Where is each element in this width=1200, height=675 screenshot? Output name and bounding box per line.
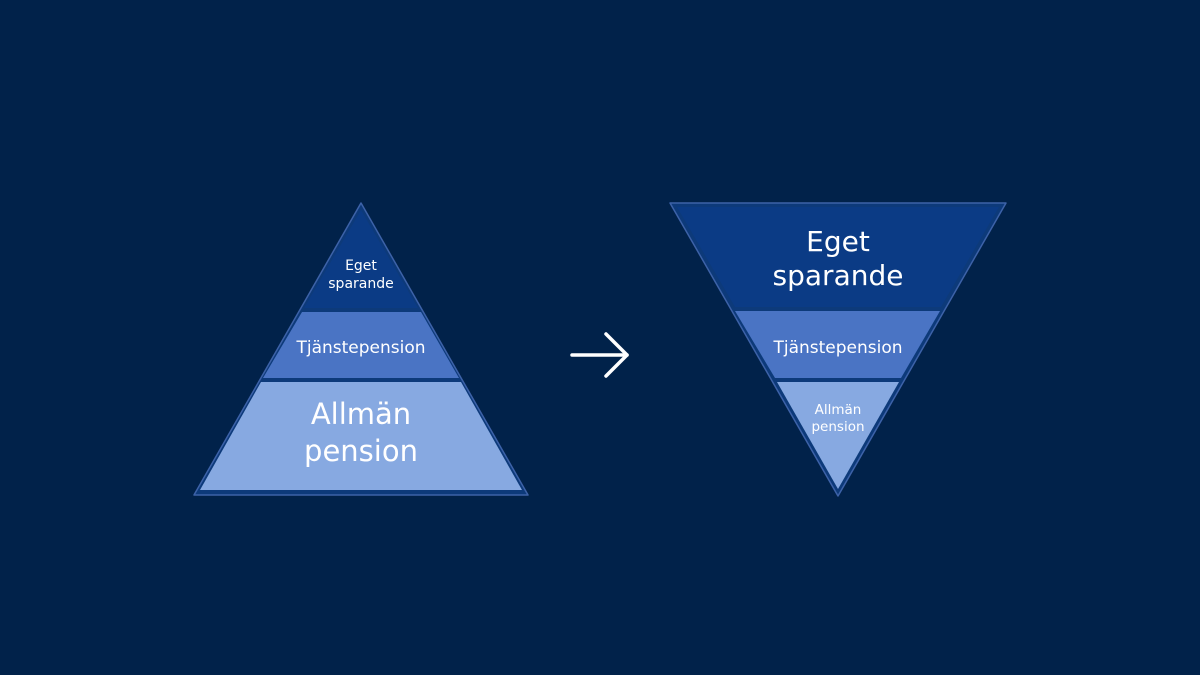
left-pyramid: Eget sparande Tjänstepension Allmän pens… bbox=[193, 202, 529, 496]
right-eget-line1: Eget bbox=[806, 225, 870, 258]
left-eget-line1: Eget bbox=[345, 258, 377, 274]
arrow-right-icon bbox=[570, 332, 629, 378]
right-allman-line1: Allmän bbox=[815, 402, 862, 418]
left-allman-line2: pension bbox=[304, 434, 418, 468]
left-tjanstepension-label: Tjänstepension bbox=[295, 338, 425, 358]
right-band-tjanstepension bbox=[735, 311, 940, 378]
left-eget-line2: sparande bbox=[328, 276, 393, 292]
left-band-eget-sparande bbox=[304, 210, 418, 308]
right-eget-line2: sparande bbox=[773, 259, 904, 292]
left-band-tjanstepension bbox=[263, 312, 459, 378]
right-tjanstepension-label: Tjänstepension bbox=[772, 338, 902, 358]
right-allman-line2: pension bbox=[811, 419, 864, 435]
right-band-eget-sparande bbox=[677, 207, 999, 307]
left-band-allman-pension bbox=[200, 382, 522, 490]
right-pyramid: Eget sparande Tjänstepension Allmän pens… bbox=[669, 202, 1007, 497]
right-band-allman-pension bbox=[777, 382, 899, 489]
left-allman-line1: Allmän bbox=[311, 397, 411, 431]
